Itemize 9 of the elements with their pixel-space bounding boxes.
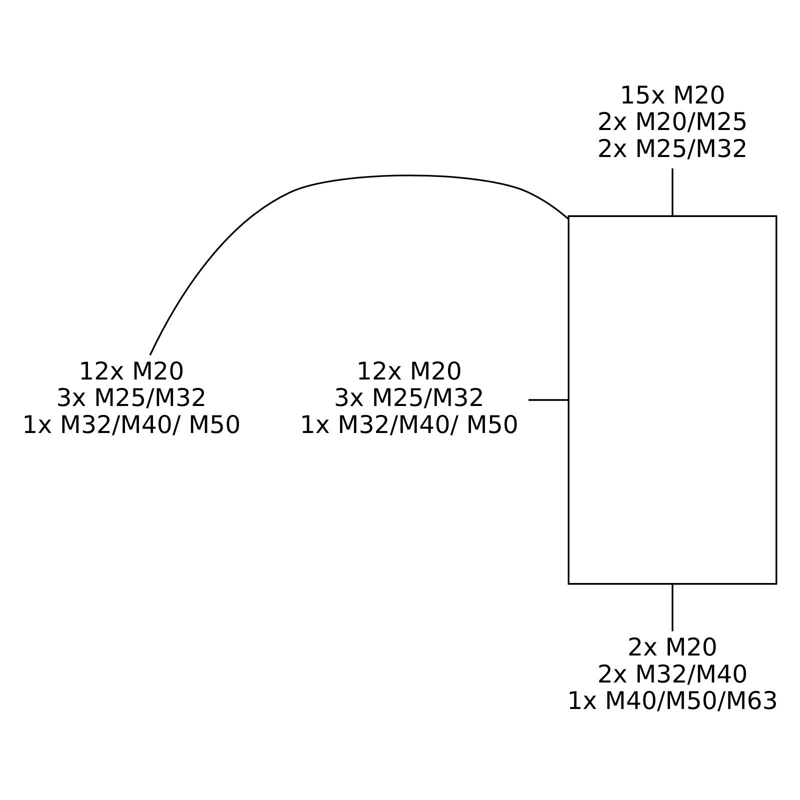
node-text: 12x M20 3x M25/M32 1x M32/M40/ M50 [22, 356, 241, 439]
node-box [568, 215, 778, 585]
node-text: 12x M20 3x M25/M32 1x M32/M40/ M50 [300, 356, 518, 439]
connector [149, 174, 570, 356]
connector [672, 168, 674, 216]
connector [528, 399, 568, 401]
node-text: 15x M20 2x M20/M25 2x M25/M32 [597, 80, 748, 163]
node-text: 2x M20 2x M32/M40 1x M40/M50/M63 [567, 632, 778, 715]
connector [672, 584, 674, 632]
